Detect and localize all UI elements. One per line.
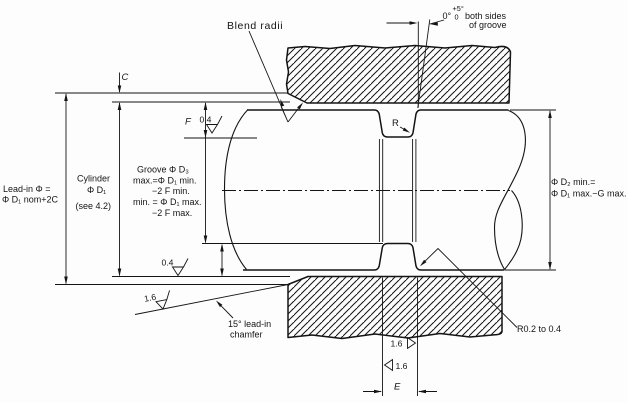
roughness-symbols: 0.4 0.4 1.6 1.6 1.6	[143, 115, 417, 372]
cylinder-label: Cylinder	[77, 174, 110, 184]
blend-radii-label: Blend radii	[227, 20, 283, 32]
break-line-right	[493, 109, 526, 270]
groove-angle-value: 0°	[443, 11, 452, 21]
roughness-value: 0.4	[200, 115, 212, 125]
groove-label: Groove Φ D₃	[137, 165, 189, 175]
c-dimension-label: C	[122, 72, 129, 83]
piston-outline-top	[247, 109, 509, 138]
roughness-value: 1.6	[143, 292, 157, 304]
leader-r	[399, 126, 410, 133]
roughness-value: 1.6	[391, 339, 403, 349]
cylinder-label: (see 4.2)	[76, 201, 112, 211]
surface-roughness-icon: 0.4	[200, 115, 223, 134]
leader-r-value	[420, 247, 518, 328]
d2-label: Φ D₂ min.=	[551, 177, 595, 187]
groove-angle-note: both sides	[465, 11, 507, 21]
groove-angle-tol-plus: +5°	[453, 4, 464, 13]
groove-label: max.=Φ D₁ min.	[133, 175, 196, 185]
lead-in-label: Lead-in Φ =	[3, 184, 50, 194]
surface-roughness-icon: 0.4	[162, 258, 189, 277]
d2-label: Φ D₁ max.−G max.	[551, 189, 626, 199]
surface-roughness-icon: 1.6	[383, 358, 408, 372]
f-dimension-label: F	[185, 117, 192, 128]
surface-roughness-icon: 1.6	[143, 290, 171, 310]
r-dimension-label: R	[392, 118, 399, 129]
leader-chamfer	[216, 300, 234, 319]
groove-angle-note: of groove	[469, 20, 507, 30]
lead-in-label: Φ D₁ nom+2C	[2, 195, 58, 205]
dim-c	[117, 72, 122, 93]
lower-housing-section	[287, 275, 503, 340]
chamfer-label: 15° lead-in	[228, 319, 271, 329]
roughness-value: 0.4	[162, 258, 174, 268]
e-dimension-label: E	[394, 382, 401, 393]
groove-angle-tol-minus: 0	[455, 12, 459, 21]
roughness-value: 1.6	[396, 361, 408, 371]
upper-housing-section	[285, 44, 512, 104]
leaders	[216, 30, 518, 328]
groove-label: −2 F max.	[152, 208, 192, 218]
dimensions	[64, 19, 552, 394]
labels: Blend radii 0° +5° 0 both sides of groov…	[2, 4, 626, 393]
leader-blend-radii	[248, 30, 303, 123]
chamfer-label: chamfer	[230, 330, 263, 340]
surface-roughness-icon: 1.6	[391, 336, 417, 350]
dim-groove-and-f	[203, 102, 208, 244]
extension-lines	[55, 19, 556, 396]
dim-e	[363, 389, 437, 394]
break-line-right-loop	[504, 190, 523, 270]
dim-cylinder	[117, 102, 122, 277]
break-line-left	[223, 109, 249, 270]
groove-label: min. = Φ D₁ max.	[133, 197, 201, 207]
dim-lead-in	[64, 93, 68, 285]
piston-outline-bottom	[243, 242, 505, 271]
dim-groove-angle	[386, 19, 445, 26]
r-value-label: R0.2 to 0.4	[517, 324, 561, 334]
cylinder-label: Φ D₁	[87, 185, 106, 195]
dim-d2	[548, 110, 552, 270]
dim-f-bottom	[220, 243, 224, 277]
groove-label: −2 F min.	[152, 186, 190, 196]
